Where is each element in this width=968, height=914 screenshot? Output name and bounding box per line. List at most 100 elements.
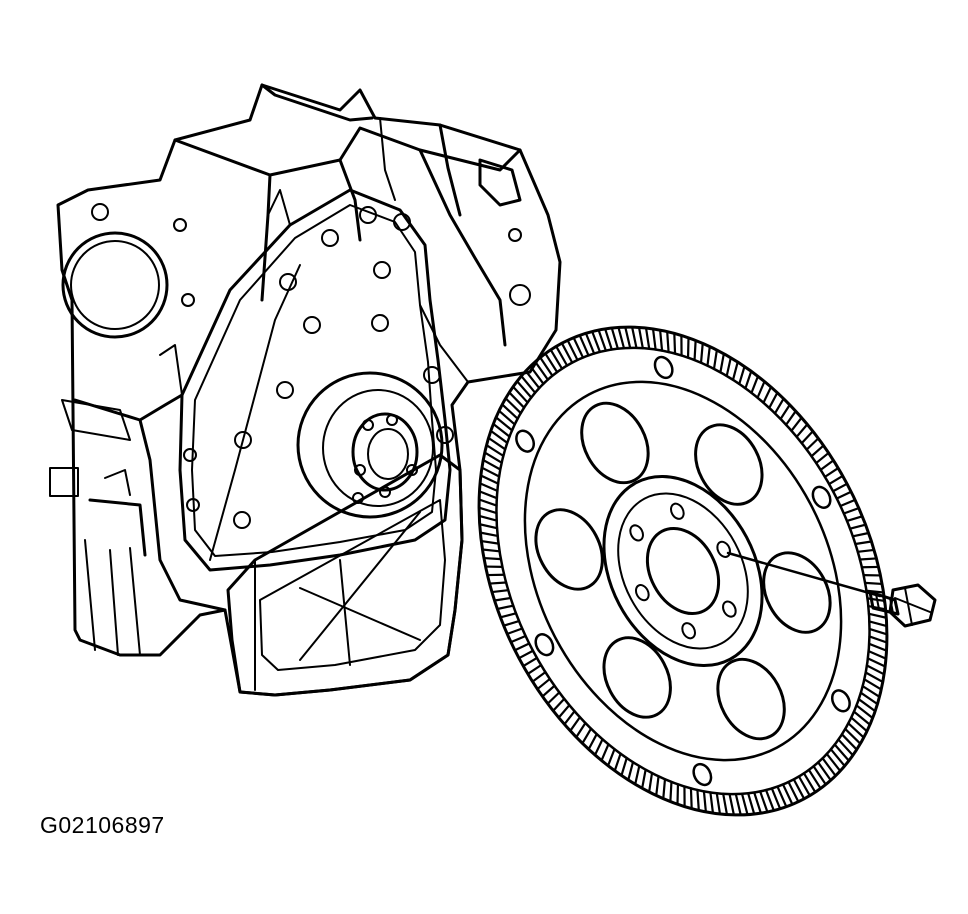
gear-tooth <box>497 602 513 613</box>
gear-tooth <box>523 658 537 666</box>
ring-gear-teeth <box>398 256 968 886</box>
outer-mount-hole <box>829 687 853 714</box>
gear-tooth <box>506 395 521 416</box>
flexplate-hub <box>572 449 793 693</box>
gear-tooth <box>517 379 531 400</box>
gear-tooth <box>551 699 567 711</box>
gear-tooth <box>519 651 533 658</box>
gear-tooth <box>720 358 737 376</box>
gear-tooth <box>629 766 646 784</box>
crank-bolt-holes <box>607 491 758 652</box>
crankshaft-hub <box>298 373 442 517</box>
gear-tooth <box>746 376 763 393</box>
gear-tooth <box>859 695 875 715</box>
gear-tooth <box>842 732 857 753</box>
gear-tooth <box>567 340 578 360</box>
gear-tooth <box>818 761 831 781</box>
gear-tooth <box>662 782 679 802</box>
gear-tooth <box>847 514 862 524</box>
gear-tooth <box>782 784 793 804</box>
gear-tooth <box>827 752 840 773</box>
gear-tooth <box>738 794 752 815</box>
lightening-hole <box>523 498 616 601</box>
gear-tooth <box>513 384 527 405</box>
crank-bolt-hole <box>668 502 686 522</box>
gear-tooth <box>687 340 704 360</box>
bolt-shank <box>870 592 898 614</box>
gear-tooth <box>493 420 509 440</box>
gear-tooth <box>840 499 855 508</box>
gear-tooth <box>683 788 699 808</box>
gear-tooth <box>673 335 690 355</box>
gear-tooth <box>771 399 788 414</box>
ring-gear-outer <box>398 256 968 886</box>
ring-gear-root <box>422 283 944 859</box>
gear-tooth <box>531 672 546 681</box>
gear-tooth <box>853 529 869 540</box>
cover-bolts <box>184 207 453 528</box>
gear-tooth <box>556 346 567 366</box>
gear-tooth <box>856 701 872 721</box>
gear-tooth <box>799 431 815 443</box>
gear-tooth <box>527 665 542 674</box>
gear-tooth <box>851 714 867 735</box>
gear-tooth <box>608 328 622 349</box>
gear-tooth <box>562 343 572 362</box>
gear-tooth <box>844 506 859 515</box>
gear-tooth <box>848 720 863 741</box>
gear-tooth <box>845 726 860 747</box>
bolt-alignment-line <box>728 553 880 596</box>
gear-tooth <box>869 631 886 649</box>
gear-tooth <box>487 568 504 582</box>
gear-tooth <box>757 791 770 812</box>
crank-bolt-hole <box>715 540 733 560</box>
engine-block-outline <box>58 85 560 695</box>
flexplate <box>398 256 968 886</box>
outer-mount-hole <box>690 761 714 788</box>
gear-tooth <box>815 453 830 463</box>
lightening-hole <box>682 413 775 516</box>
gear-tooth <box>869 615 886 632</box>
gear-tooth <box>590 331 603 351</box>
gear-tooth <box>482 543 499 558</box>
gear-tooth <box>850 521 866 532</box>
flexplate-bolt <box>728 553 935 626</box>
gear-tooth <box>482 463 499 482</box>
gear-tooth <box>480 526 497 542</box>
gear-tooth <box>649 776 666 795</box>
gear-tooth <box>869 638 886 656</box>
gear-tooth <box>869 646 886 664</box>
gear-tooth <box>764 790 777 810</box>
gear-tooth <box>515 643 529 651</box>
gear-tooth <box>486 560 503 574</box>
gear-tooth <box>676 786 693 806</box>
gear-tooth <box>855 537 871 549</box>
gear-tooth <box>642 773 659 792</box>
gear-tooth <box>697 791 713 811</box>
gear-tooth <box>863 682 880 702</box>
gear-tooth <box>627 327 642 348</box>
gear-tooth <box>751 792 764 813</box>
gear-tooth <box>495 593 511 605</box>
pilot-bore <box>633 516 732 626</box>
gear-tooth <box>567 717 584 731</box>
gear-tooth <box>727 362 744 380</box>
gear-tooth <box>804 773 815 793</box>
gear-tooth <box>656 779 673 798</box>
crank-bolt-hole <box>628 523 646 543</box>
gear-tooth <box>833 484 847 491</box>
gear-tooth <box>711 793 726 814</box>
gear-tooth <box>862 560 879 574</box>
gear-tooth <box>788 418 805 431</box>
gear-tooth <box>590 739 607 755</box>
crank-bolt-hole <box>633 583 651 603</box>
gear-tooth <box>536 679 551 689</box>
gear-tooth <box>621 327 635 348</box>
gear-tooth <box>596 744 613 760</box>
oil-pan <box>228 455 462 695</box>
lightening-holes <box>489 349 878 793</box>
gear-tooth <box>809 769 821 789</box>
gear-tooth <box>653 330 669 350</box>
gear-tooth <box>759 387 776 403</box>
